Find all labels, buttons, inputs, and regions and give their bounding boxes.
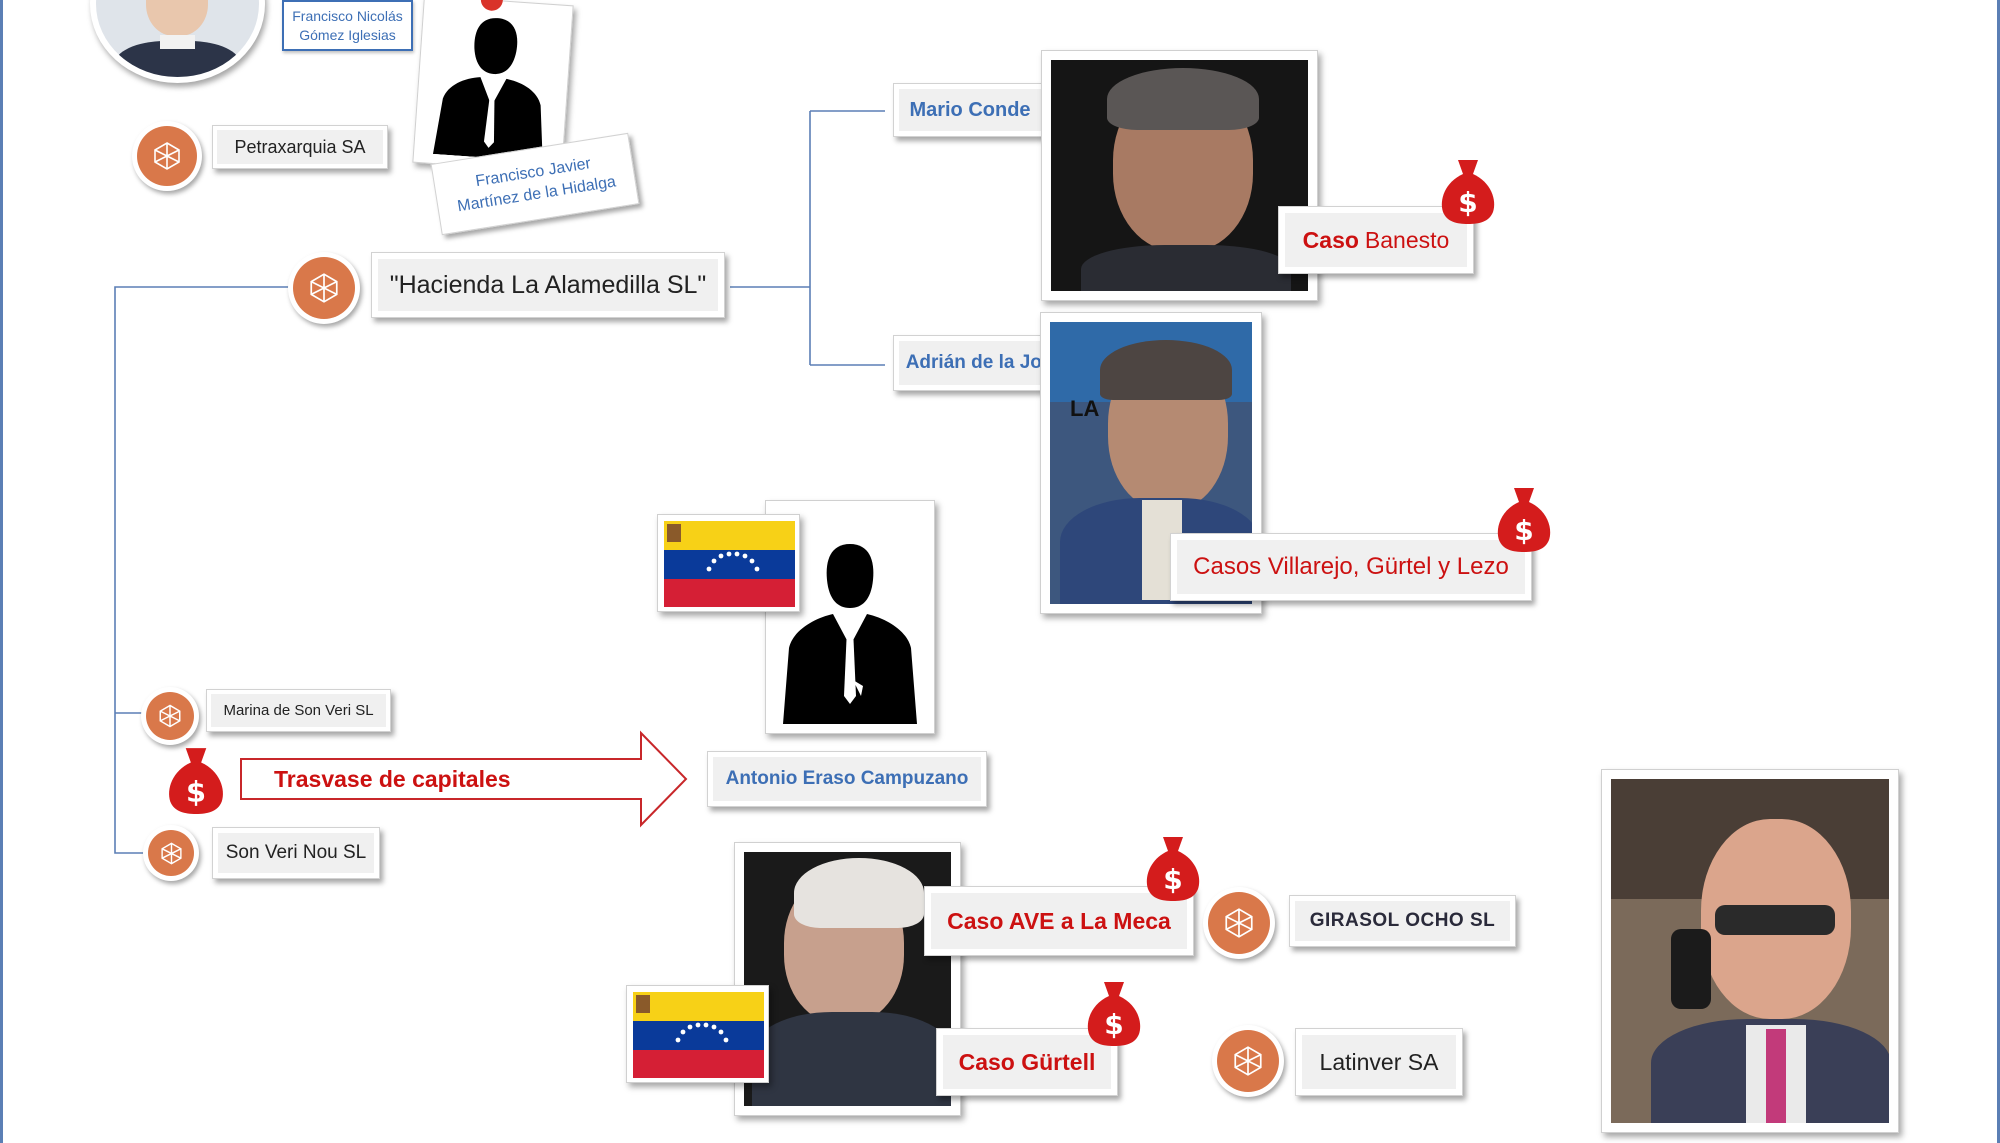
person-silhouette-icon [432,18,543,162]
company-icon-sonveri [143,825,199,881]
label-case-gurtel: Caso Gürtell [936,1028,1118,1096]
photo-conde [1041,50,1318,301]
label-latinver: Latinver SA [1295,1028,1463,1096]
company-name-girasol: GIRASOL OCHO SL [1309,910,1496,931]
person-name-conde: Mario Conde [909,98,1031,121]
arrow-transfer [240,730,688,828]
label-hacienda: "Hacienda La Alamedilla SL" [371,252,725,318]
venezuela-flag-icon [664,521,795,607]
svg-text:$: $ [1163,863,1182,896]
case-prefix-banesto: Caso [1302,226,1359,253]
label-sonveri: Son Veri Nou SL [212,827,380,879]
label-conde: Mario Conde [893,83,1047,137]
photo-right [1601,769,1899,1133]
arrow-label: Trasvase de capitales [238,759,638,799]
case-name-banesto: Banesto [1364,226,1450,253]
label-case-banesto: Caso Banesto [1278,206,1474,274]
photo-ave [734,842,961,1116]
building-logo-icon [1234,1046,1262,1076]
case-name-ave: Caso AVE a La Meca [947,907,1171,934]
person-silhouette-icon [783,544,917,724]
label-petraxarquia: Petraxarquia SA [212,125,388,169]
label-case-villarejo: Casos Villarejo, Gürtel y Lezo [1170,533,1532,601]
svg-text:$: $ [1458,186,1477,219]
company-name-sonveri: Son Veri Nou SL [225,842,367,863]
building-logo-icon [159,704,181,728]
company-name-marina: Marina de Son Veri SL [223,702,374,719]
svg-text:$: $ [1104,1008,1123,1041]
case-name-villarejo: Casos Villarejo, Gürtel y Lezo [1193,553,1509,580]
case-name-gurtel: Caso Gürtell [958,1048,1096,1075]
photo-caption-text: LA [1070,396,1100,421]
building-logo-icon [310,273,338,303]
money-bag-icon: $ [169,748,223,814]
person-name-nicolas: Francisco Nicolás Gómez Iglesias [292,7,403,43]
company-icon-petraxarquia [132,121,202,191]
building-logo-icon [1225,908,1253,938]
company-name-latinver: Latinver SA [1319,1048,1439,1075]
person-name-eraso: Antonio Eraso Campuzano [725,768,969,789]
money-bag-icon: $ [1497,488,1551,552]
photo-martinez [412,0,574,174]
company-name-petraxarquia: Petraxarquia SA [234,136,366,157]
company-name-hacienda: "Hacienda La Alamedilla SL" [389,270,707,299]
label-marina: Marina de Son Veri SL [206,689,391,732]
venezuela-flag-icon [633,992,764,1078]
money-bag-icon: $ [1087,982,1141,1046]
building-logo-icon [160,842,182,864]
person-name-joya: Adrián de la Joya. [905,352,1069,373]
label-girasol: GIRASOL OCHO SL [1289,895,1516,947]
flag-eraso [657,514,800,612]
company-icon-marina [141,687,199,745]
svg-text:$: $ [1514,514,1533,547]
company-icon-latinver [1212,1025,1284,1097]
arrow-text: Trasvase de capitales [274,765,511,792]
company-icon-girasol [1203,887,1275,959]
portrait-nicolas [90,0,265,83]
flag-ave [626,985,769,1083]
svg-text:$: $ [186,775,206,809]
photo-joya: LA [1040,312,1262,614]
building-logo-icon [154,142,180,170]
money-bag-icon: $ [1441,160,1495,224]
label-case-ave: Caso AVE a La Meca [924,886,1194,956]
label-eraso: Antonio Eraso Campuzano [707,751,987,807]
money-bag-icon: $ [1146,837,1200,901]
company-icon-hacienda [288,252,360,324]
person-name-martinez: Francisco Javier Martínez de la Hidalga [456,155,618,216]
label-nicolas: Francisco Nicolás Gómez Iglesias [282,0,413,51]
